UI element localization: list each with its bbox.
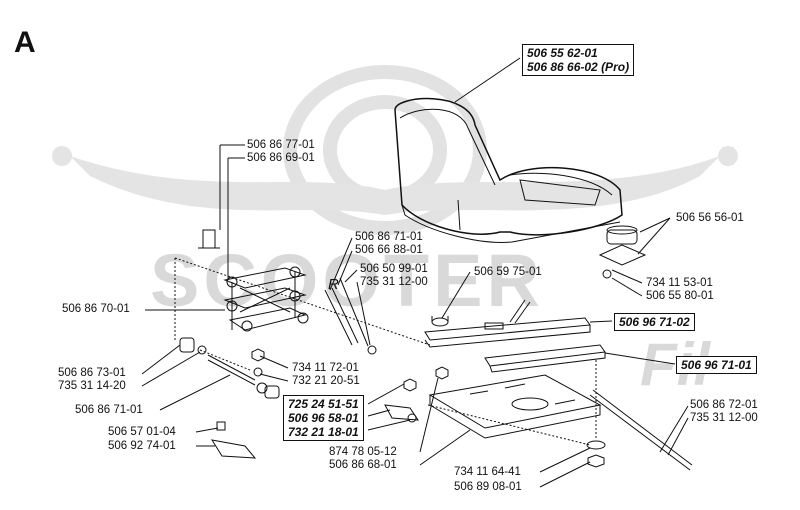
label-734115301: 734 11 53-01 [646,277,713,289]
label-735311200-right: 735 31 12-00 [690,412,758,424]
seat-rail-lower [484,344,606,373]
label-506866901: 506 86 69-01 [247,152,315,164]
label-506558001: 506 55 80-01 [646,290,714,302]
seat-part-number: 506 55 62-01 [527,46,598,60]
hardware-part-box: 725 24 51-51 506 96 58-01 732 21 18-01 [283,395,364,441]
label-506565601: 506 56 56-01 [676,212,744,224]
label-506867301: 506 86 73-01 [58,367,126,379]
rail-part-box-1: 506 96 71-02 [614,313,695,331]
label-506867101-left: 506 86 71-01 [75,404,143,416]
label-506867001: 506 86 70-01 [62,303,130,315]
linkage-frame [223,266,309,332]
seat-pro-part-number: 506 86 66-02 (Pro) [527,60,630,74]
section-letter: A [14,26,36,59]
base-plate [428,374,602,439]
label-506866801: 506 86 68-01 [329,459,397,471]
watermark-brand: SCOOTER [150,239,544,322]
label-735311200-top: 735 31 12-00 [360,276,428,288]
label-506570104: 506 57 01-04 [108,426,176,438]
hardware-part-3: 732 21 18-01 [288,425,359,439]
label-506668801: 506 66 88-01 [355,244,423,256]
label-734117201: 734 11 72-01 [292,362,359,374]
label-734116441: 734 11 64-41 [454,466,521,478]
label-506890801: 506 89 08-01 [454,481,522,493]
rail-part-box-2: 506 96 71-01 [676,356,757,374]
r-mark: R [328,276,339,293]
label-506927401: 506 92 74-01 [108,440,176,452]
seat-drawing [394,97,623,243]
knob [598,225,647,279]
label-506867701: 506 86 77-01 [247,139,315,151]
label-506867201: 506 86 72-01 [690,399,758,411]
label-874780512: 874 78 05-12 [329,446,397,458]
hardware-part-2: 506 96 58-01 [288,411,359,425]
seat-part-box: 506 55 62-01 506 86 66-02 (Pro) [522,44,635,76]
hardware-part-1: 725 24 51-51 [288,397,359,411]
seat-rail-upper [424,299,591,348]
label-506597501: 506 59 75-01 [474,266,542,278]
label-506867101-top: 506 86 71-01 [355,231,423,243]
label-735311420: 735 31 14-20 [58,380,126,392]
label-732212051: 732 21 20-51 [292,375,360,387]
label-506509901: 506 50 99-01 [360,263,428,275]
